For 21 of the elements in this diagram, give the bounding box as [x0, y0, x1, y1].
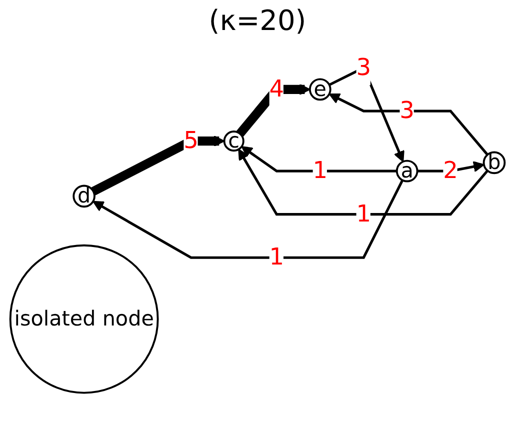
edge-label: 3 — [356, 54, 372, 82]
arrow — [91, 135, 225, 196]
node-circle: d — [72, 184, 96, 208]
arrow — [236, 84, 310, 137]
edge-label: 1 — [269, 244, 284, 272]
diagram-title: (κ=20) — [208, 4, 306, 38]
edge-label: 3 — [400, 98, 414, 125]
node-circle: a — [396, 160, 418, 182]
node-circle: isolated node — [9, 244, 159, 394]
edge-label: 2 — [443, 157, 458, 185]
node-circle: e — [308, 78, 332, 101]
node-circle: c — [223, 130, 244, 152]
edge-label: 4 — [269, 76, 284, 103]
arrow — [238, 148, 488, 216]
arrow — [328, 93, 488, 156]
arrow — [241, 146, 397, 172]
edge-label: 1 — [312, 157, 328, 185]
arrow — [92, 180, 404, 259]
edge-label: 5 — [184, 128, 198, 155]
edge-label: 1 — [356, 200, 372, 228]
node-circle: b — [482, 151, 506, 174]
